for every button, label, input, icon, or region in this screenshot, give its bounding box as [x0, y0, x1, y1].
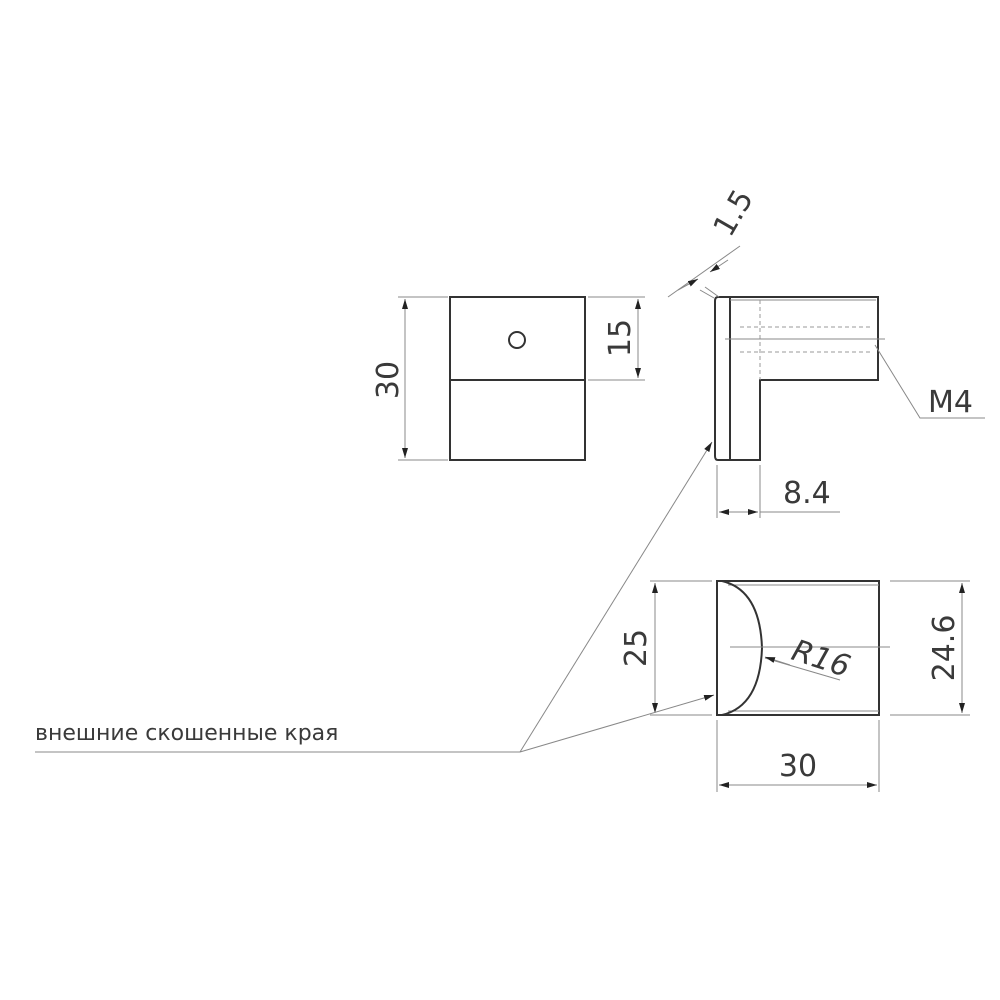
m4-leader [874, 344, 985, 419]
dim-plate-thickness: 1.5 [707, 184, 761, 243]
front-outline [449, 296, 586, 461]
dim-width: 30 [779, 749, 817, 784]
chamfer-arc [721, 580, 764, 716]
top-view: R16 25 24.6 30 [619, 580, 970, 792]
dim-front-height: 30 [371, 361, 406, 399]
side-outline [714, 296, 879, 461]
side-view: 1.5 M4 8.4 [667, 184, 985, 518]
dim-thread: M4 [928, 385, 973, 420]
dim-depth: 8.4 [783, 476, 831, 511]
dim-radius: R16 [787, 633, 854, 685]
dim-front-half: 15 [603, 319, 638, 357]
front-view: 30 15 [371, 296, 645, 461]
chamfer-label: внешние скошенные края [35, 721, 338, 746]
chamfer-annotation: внешние скошенные края [35, 441, 715, 753]
dim-top-inner: 24.6 [927, 615, 962, 682]
dim-top-height: 25 [619, 629, 654, 667]
top-outline [716, 580, 880, 716]
screw-hole [508, 331, 526, 349]
